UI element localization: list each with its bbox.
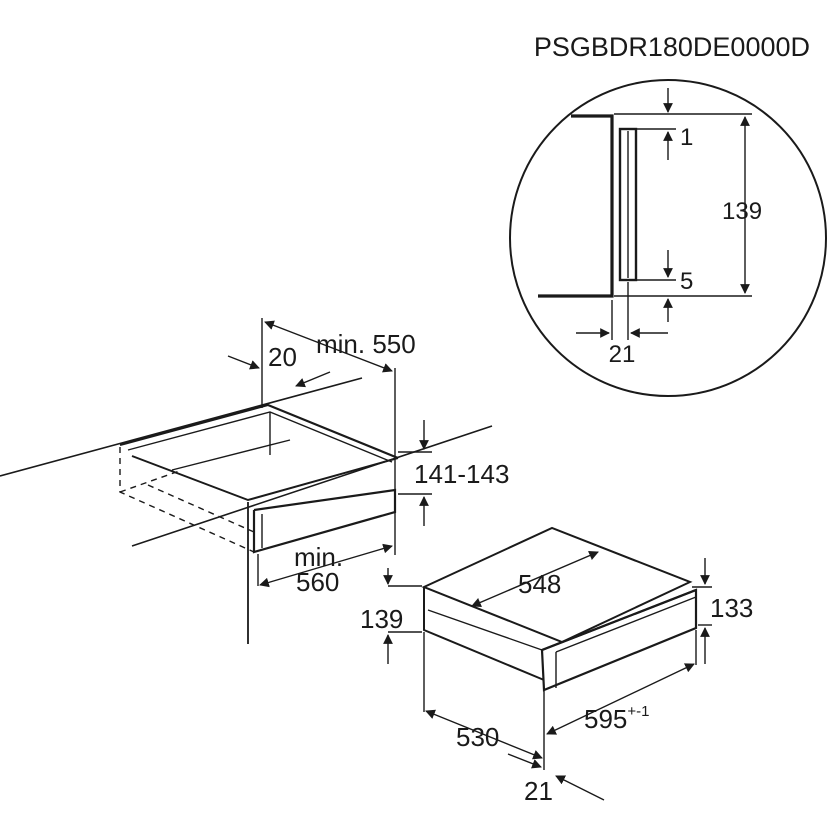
appliance-front-top-inner bbox=[555, 596, 697, 653]
cabinet-profile bbox=[538, 114, 614, 298]
front-panel-profile bbox=[618, 127, 638, 282]
dim-595-line bbox=[546, 663, 695, 735]
dim-21-detail-label: 21 bbox=[609, 341, 636, 368]
worktop-back-line bbox=[0, 377, 363, 477]
dim-560-line bbox=[259, 543, 393, 588]
detail-circle: 1 139 5 21 bbox=[509, 79, 827, 397]
niche-top-edge-inner bbox=[127, 411, 393, 463]
dim-21-appl-label: 21 bbox=[524, 776, 553, 806]
dim-141-143-label: 141-143 bbox=[414, 459, 509, 489]
dim-139-label: 139 bbox=[722, 198, 762, 225]
dim-5-label: 5 bbox=[680, 268, 693, 295]
dim-548-label: 548 bbox=[518, 569, 561, 599]
dim-548-line bbox=[471, 550, 599, 608]
niche-shelf-inner bbox=[171, 439, 291, 471]
niche-hidden-line-2 bbox=[147, 484, 255, 533]
dim-560-value-label: 560 bbox=[296, 567, 339, 597]
detail-circle-outline bbox=[509, 79, 827, 397]
dim-1-label: 1 bbox=[680, 124, 693, 151]
dim-21-appl-arrow-left bbox=[507, 753, 542, 769]
appliance-left-side bbox=[423, 587, 545, 681]
niche-shelf bbox=[131, 455, 399, 502]
niche-hidden-lines bbox=[119, 447, 255, 553]
model-code: PSGBDR180DE0000D bbox=[534, 32, 810, 62]
dim-550-line bbox=[264, 320, 393, 373]
dim-133-label: 133 bbox=[710, 593, 753, 623]
niche-top-edge bbox=[119, 403, 399, 460]
worktop-front-line bbox=[131, 425, 493, 547]
dim-139-left-label: 139 bbox=[360, 604, 403, 634]
niche-drawing: min. 550 20 141-143 min. 560 bbox=[0, 318, 509, 644]
dim-530-label: 530 bbox=[456, 722, 499, 752]
dim-20-arrow-right bbox=[295, 371, 331, 388]
niche-hidden-line-3 bbox=[119, 469, 183, 493]
dim-595-label: 595+-1 bbox=[584, 703, 650, 734]
dim-595-value: 595 bbox=[584, 704, 627, 734]
appliance-top bbox=[421, 526, 693, 644]
dim-20-arrow-left bbox=[227, 355, 260, 370]
appliance-front-panel bbox=[540, 588, 698, 692]
dim-530-line bbox=[425, 709, 543, 760]
dim-550-label: min. 550 bbox=[316, 329, 416, 359]
appliance-drawing: 548 139 133 530 595+-1 21 bbox=[360, 526, 753, 806]
dim-20-label: 20 bbox=[268, 342, 297, 372]
dim-21-appl-arrow-right bbox=[555, 775, 605, 801]
dim-595-tolerance: +-1 bbox=[627, 703, 649, 720]
appliance-top-front-join bbox=[427, 609, 543, 651]
dim-560-min-label: min. bbox=[294, 542, 343, 572]
